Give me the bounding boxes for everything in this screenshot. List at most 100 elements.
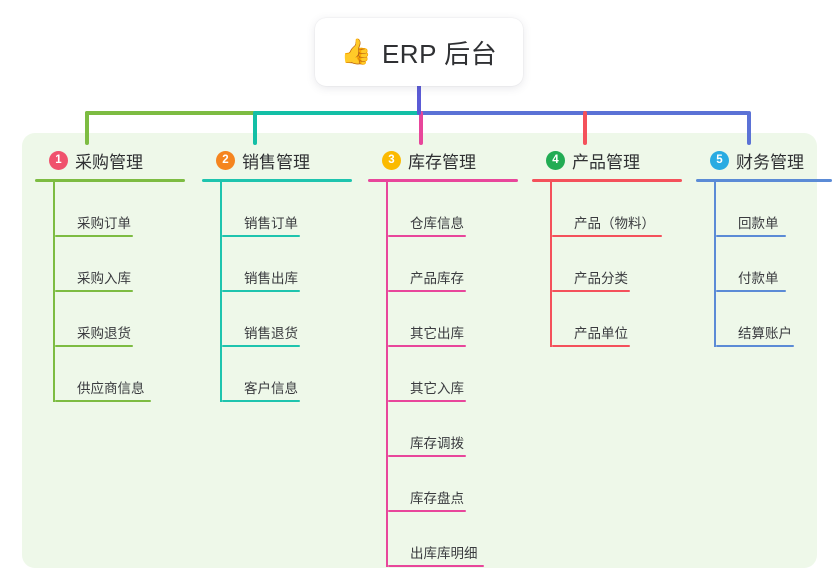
column-2: 2 销售管理销售订单销售出库销售退货客户信息 (202, 147, 352, 402)
list-item-label: 销售出库 (244, 271, 298, 286)
column-badge-4: 4 (546, 150, 565, 170)
list-item[interactable]: 回款单 (714, 182, 832, 237)
column-header-1[interactable]: 1 采购管理 (35, 147, 185, 173)
list-item-label: 产品分类 (574, 271, 628, 286)
column-3: 3 库存管理仓库信息产品库存其它出库其它入库库存调拨库存盘点出库库明细 (368, 147, 518, 567)
list-item-label: 付款单 (738, 271, 779, 286)
column-header-3[interactable]: 3 库存管理 (368, 147, 518, 173)
list-item-rule (55, 400, 151, 402)
column-title-2: 销售管理 (242, 152, 310, 172)
list-item[interactable]: 结算账户 (714, 292, 832, 347)
column-spine-1 (53, 182, 55, 402)
list-item[interactable]: 付款单 (714, 237, 832, 292)
list-item-rule (388, 455, 466, 457)
column-header-5[interactable]: 5 财务管理 (696, 147, 832, 173)
list-item[interactable]: 库存盘点 (386, 457, 518, 512)
list-item[interactable]: 供应商信息 (53, 347, 185, 402)
column-header-2[interactable]: 2 销售管理 (202, 147, 352, 173)
column-header-4[interactable]: 4 产品管理 (532, 147, 682, 173)
column-1: 1 采购管理采购订单采购入库采购退货供应商信息 (35, 147, 185, 402)
list-item-label: 仓库信息 (410, 216, 464, 231)
column-items-3: 仓库信息产品库存其它出库其它入库库存调拨库存盘点出库库明细 (368, 182, 518, 567)
root-node[interactable]: 👍 ERP 后台 (315, 18, 523, 86)
list-item-label: 产品库存 (410, 271, 464, 286)
list-item-label: 出库库明细 (410, 546, 478, 561)
list-item-label: 其它出库 (410, 326, 464, 341)
list-item[interactable]: 产品单位 (550, 292, 682, 347)
list-item-rule (388, 510, 466, 512)
list-item[interactable]: 客户信息 (220, 347, 352, 402)
connector-drop-branch5 (747, 111, 751, 145)
list-item-rule (222, 345, 300, 347)
list-item[interactable]: 其它入库 (386, 347, 518, 402)
list-item[interactable]: 销售出库 (220, 237, 352, 292)
column-rule-4 (532, 179, 682, 182)
list-item-label: 产品单位 (574, 326, 628, 341)
list-item[interactable]: 仓库信息 (386, 182, 518, 237)
column-items-2: 销售订单销售出库销售退货客户信息 (202, 182, 352, 402)
list-item-label: 回款单 (738, 216, 779, 231)
column-badge-2: 2 (216, 150, 235, 170)
list-item-label: 库存调拨 (410, 436, 464, 451)
list-item[interactable]: 产品（物料） (550, 182, 682, 237)
root-title: ERP 后台 (381, 38, 498, 69)
list-item[interactable]: 采购入库 (53, 237, 185, 292)
list-item[interactable]: 销售退货 (220, 292, 352, 347)
list-item[interactable]: 采购订单 (53, 182, 185, 237)
list-item-rule (388, 565, 484, 567)
list-item-rule (55, 235, 133, 237)
connector-drop-branch2 (253, 111, 257, 145)
list-item-label: 其它入库 (410, 381, 464, 396)
column-rule-2 (202, 179, 352, 182)
connector-drop-branch3 (419, 111, 423, 145)
list-item-rule (55, 345, 133, 347)
connector-bus-branch2 (253, 111, 421, 115)
connector-drop-branch1 (85, 111, 89, 145)
column-title-5: 财务管理 (736, 152, 804, 172)
list-item-rule (716, 235, 786, 237)
column-items-1: 采购订单采购入库采购退货供应商信息 (35, 182, 185, 402)
list-item-rule (388, 400, 466, 402)
list-item-rule (388, 345, 466, 347)
list-item-rule (552, 345, 630, 347)
column-title-3: 库存管理 (408, 152, 476, 172)
list-item-label: 采购退货 (77, 326, 131, 341)
root-node-content: 👍 ERP 后台 (341, 34, 497, 71)
column-badge-3: 3 (382, 150, 401, 170)
list-item-rule (55, 290, 133, 292)
list-item-rule (552, 235, 662, 237)
connector-bus-branch1 (85, 111, 255, 115)
connector-drop-branch4 (583, 111, 587, 145)
connector-root-stem (417, 84, 421, 115)
column-spine-5 (714, 182, 716, 347)
thumbs-up-icon: 👍 (340, 37, 372, 66)
list-item-label: 供应商信息 (77, 381, 145, 396)
list-item-label: 客户信息 (244, 381, 298, 396)
list-item-rule (552, 290, 630, 292)
column-items-5: 回款单付款单结算账户 (696, 182, 832, 347)
column-title-1: 采购管理 (75, 152, 143, 172)
list-item-label: 销售订单 (244, 216, 298, 231)
list-item-rule (222, 290, 300, 292)
column-title-4: 产品管理 (572, 152, 640, 172)
list-item[interactable]: 库存调拨 (386, 402, 518, 457)
list-item[interactable]: 出库库明细 (386, 512, 518, 567)
list-item-label: 销售退货 (244, 326, 298, 341)
columns-panel-background (22, 133, 817, 568)
list-item-rule (222, 400, 300, 402)
column-4: 4 产品管理产品（物料） 产品分类产品单位 (532, 147, 682, 347)
column-rule-3 (368, 179, 518, 182)
column-items-4: 产品（物料） 产品分类产品单位 (532, 182, 682, 347)
list-item-rule (222, 235, 300, 237)
list-item-label: 采购入库 (77, 271, 131, 286)
list-item[interactable]: 采购退货 (53, 292, 185, 347)
column-badge-5: 5 (710, 150, 729, 170)
column-rule-1 (35, 179, 185, 182)
column-badge-1: 1 (49, 150, 68, 170)
list-item-rule (388, 235, 466, 237)
list-item[interactable]: 销售订单 (220, 182, 352, 237)
list-item[interactable]: 产品库存 (386, 237, 518, 292)
list-item[interactable]: 产品分类 (550, 237, 682, 292)
list-item[interactable]: 其它出库 (386, 292, 518, 347)
